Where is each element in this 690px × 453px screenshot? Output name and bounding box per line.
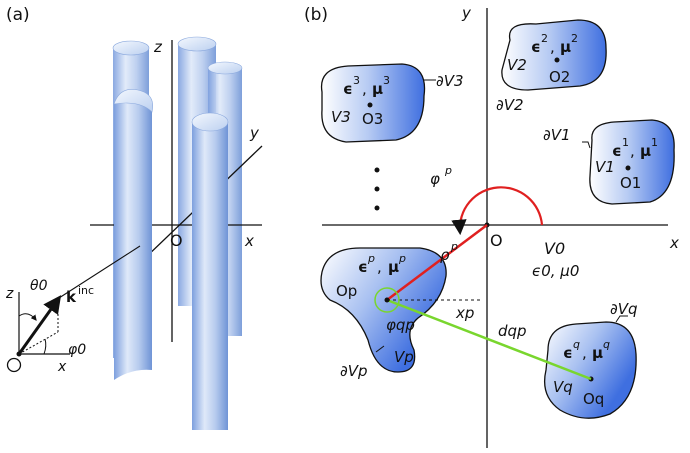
- region-3: ϵ 3 , μ 3 V3 O3 ∂V3: [320, 63, 464, 143]
- region-3-boundary: ∂V3: [436, 72, 464, 90]
- inset-origin-marker: [6, 357, 22, 373]
- region-3-origin: O3: [362, 110, 383, 128]
- region-p-volume: Vp: [394, 348, 414, 366]
- region-1: ϵ 1 , μ 1 V1 O1 ∂V1: [543, 119, 675, 205]
- svg-text:p: p: [398, 252, 406, 265]
- xp-label: xp: [455, 304, 474, 322]
- svg-text:μ: μ: [372, 80, 383, 98]
- v0-params: ϵ0, μ0: [532, 262, 579, 280]
- svg-text:,: ,: [377, 258, 382, 276]
- dqp-label: dqp: [498, 322, 527, 340]
- inset-z-label: z: [5, 286, 14, 302]
- phi-p-arc: [451, 186, 544, 236]
- phi-label: φ0: [68, 342, 86, 358]
- svg-text:ϵ: ϵ: [612, 142, 622, 160]
- rho-p-vector: [386, 224, 488, 301]
- incident-direction-line: [58, 245, 141, 299]
- region-2-origin: O2: [549, 68, 570, 86]
- cylinder-front-left: [113, 89, 153, 380]
- svg-text:ϵ: ϵ: [358, 258, 368, 276]
- b-origin-label: O: [490, 231, 503, 250]
- region-p-boundary: ∂Vp: [340, 362, 368, 380]
- svg-text:,: ,: [582, 344, 587, 362]
- k-label: k: [66, 288, 77, 306]
- panel-a-label: (a): [6, 5, 30, 25]
- svg-text:μ: μ: [592, 344, 603, 362]
- region-p-origin: Op: [336, 282, 357, 300]
- svg-text:p: p: [367, 252, 375, 265]
- incident-inset: z x θ0 φ0 k inc: [5, 245, 141, 375]
- svg-text:,: ,: [630, 142, 635, 160]
- svg-text:ϵ: ϵ: [343, 80, 353, 98]
- region-1-origin: O1: [620, 174, 641, 192]
- region-2-boundary: ∂V2: [496, 96, 524, 114]
- svg-text:μ: μ: [560, 38, 571, 56]
- b-y-label: y: [461, 4, 472, 22]
- svg-text:q: q: [603, 338, 610, 351]
- svg-text:1: 1: [622, 136, 629, 149]
- dqp-vector: [386, 298, 592, 381]
- phi-qp-arc: [374, 287, 400, 313]
- v0-label: V0: [544, 239, 565, 258]
- a-origin-label: O: [170, 231, 183, 250]
- region-q-boundary: ∂Vq: [610, 300, 638, 318]
- region-q: ϵ q , μ q Vq Oq ∂Vq: [543, 300, 638, 419]
- b-x-label: x: [669, 234, 679, 252]
- region-p: ϵ p , μ p Op Vp ∂Vp: [320, 247, 447, 380]
- region-2-volume: V2: [507, 56, 527, 74]
- region-q-origin: Oq: [583, 390, 604, 408]
- svg-text:3: 3: [353, 74, 360, 87]
- region-1-boundary: ∂V1: [543, 126, 571, 144]
- phi-arc: [43, 338, 47, 355]
- region-2: ϵ 2 , μ 2 V2 O2 ∂V2: [496, 19, 607, 114]
- theta-label: θ0: [30, 278, 48, 294]
- svg-text:ϵ: ϵ: [531, 38, 541, 56]
- svg-text:,: ,: [362, 80, 367, 98]
- a-z-label: z: [153, 38, 163, 56]
- rho-p-label: ρ: [440, 246, 450, 264]
- phi-p-superscript: p: [444, 164, 452, 177]
- cylinder-front-right: [191, 112, 229, 430]
- ellipsis-dots: [374, 167, 380, 211]
- svg-text:1: 1: [651, 136, 658, 149]
- inset-projection: [18, 331, 59, 355]
- svg-text:q: q: [573, 338, 580, 351]
- panel-b: (b) y x O φ p V0 ϵ0, μ0 ϵ 3 , μ 3 V3: [304, 4, 679, 448]
- svg-text:3: 3: [383, 74, 390, 87]
- k-superscript: inc: [78, 284, 94, 297]
- panel-b-label: (b): [304, 5, 328, 25]
- theta-arc: [18, 313, 37, 321]
- phi-qp-label: φqp: [386, 316, 415, 334]
- region-1-volume: V1: [595, 158, 615, 176]
- rho-p-superscript: p: [450, 240, 458, 253]
- phi-p-label: φ: [430, 170, 440, 188]
- region-q-volume: Vq: [553, 378, 573, 396]
- a-x-label: x: [244, 232, 254, 250]
- inset-x-label: x: [57, 359, 67, 375]
- region-3-volume: V3: [331, 108, 351, 126]
- svg-text:ϵ: ϵ: [563, 344, 573, 362]
- panel-a: (a) z y x O: [5, 5, 263, 430]
- a-y-label: y: [249, 124, 260, 142]
- svg-text:μ: μ: [640, 142, 651, 160]
- svg-text:,: ,: [550, 38, 555, 56]
- svg-text:μ: μ: [388, 258, 399, 276]
- incident-wave-vector: [17, 295, 62, 355]
- svg-text:2: 2: [541, 32, 548, 45]
- svg-text:2: 2: [571, 32, 578, 45]
